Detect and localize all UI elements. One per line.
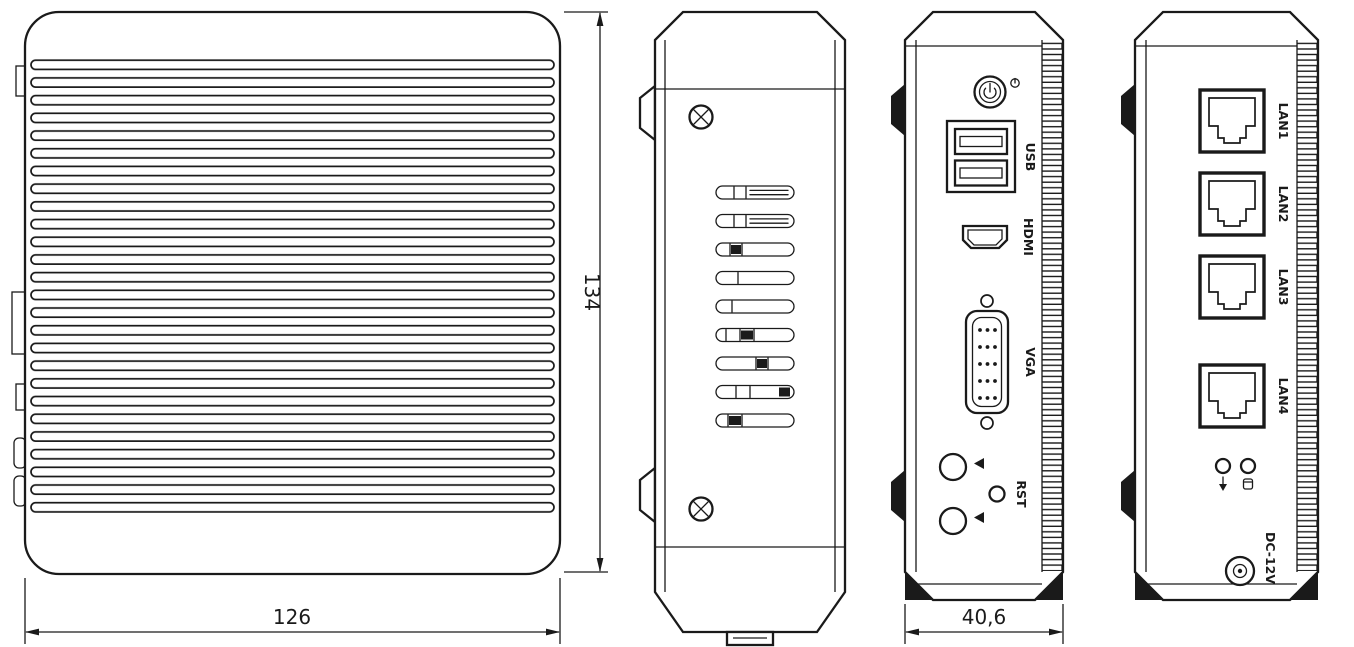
chassis-outline bbox=[653, 10, 847, 634]
mounting-ear bbox=[638, 83, 657, 143]
led-indicators bbox=[1214, 457, 1257, 491]
heatsink-fins bbox=[30, 57, 555, 517]
vent-slot-row bbox=[715, 356, 795, 371]
lan4-label: LAN4 bbox=[1276, 378, 1291, 415]
triangle-marker-icon bbox=[974, 512, 984, 523]
mounting-ear bbox=[891, 470, 905, 522]
vent-slot-row bbox=[715, 213, 795, 229]
rubber-foot bbox=[1135, 572, 1163, 600]
lan2-label: LAN2 bbox=[1276, 186, 1291, 223]
heatsink-fin-edge bbox=[1042, 41, 1063, 571]
depth-dimension-label: 40,6 bbox=[962, 605, 1007, 629]
vent-slot-row bbox=[715, 299, 795, 314]
power-button bbox=[973, 75, 1007, 109]
lan-port-3: LAN3 bbox=[1198, 254, 1291, 320]
side-view bbox=[638, 10, 847, 647]
usb-label: USB bbox=[1023, 143, 1038, 172]
usb-port bbox=[945, 119, 1017, 194]
vent-slot-row bbox=[715, 185, 795, 200]
mounting-ear bbox=[1121, 84, 1135, 136]
hdmi-port bbox=[961, 224, 1009, 250]
width-dimension-label: 126 bbox=[273, 605, 311, 629]
lan1-label: LAN1 bbox=[1276, 103, 1291, 140]
vent-slot-row bbox=[715, 242, 795, 257]
front-view: USB HDMI VGA RST bbox=[891, 10, 1065, 602]
power-icon bbox=[983, 87, 997, 99]
arrowhead-icon bbox=[905, 628, 919, 636]
vent-slot-row bbox=[715, 270, 795, 286]
vga-pins bbox=[978, 328, 997, 400]
arrow-icon bbox=[1219, 484, 1227, 491]
lan-port-2: LAN2 bbox=[1198, 171, 1291, 237]
rubber-foot bbox=[1035, 572, 1063, 600]
height-dimension-label: 134 bbox=[580, 273, 604, 311]
reset-button bbox=[988, 485, 1006, 503]
lan-port-1: LAN1 bbox=[1198, 88, 1291, 154]
screw-icon bbox=[980, 416, 994, 430]
screw-icon bbox=[980, 294, 994, 308]
rst-label: RST bbox=[1014, 480, 1029, 508]
arrowhead-icon bbox=[546, 628, 560, 636]
dc-jack bbox=[1224, 555, 1256, 587]
vga-label: VGA bbox=[1023, 347, 1038, 377]
vent-slot-row bbox=[715, 413, 795, 428]
mounting-ear bbox=[891, 84, 905, 136]
top-view bbox=[11, 10, 562, 576]
screw-icon bbox=[688, 496, 714, 522]
screw-icon bbox=[688, 104, 714, 130]
depth-dimension: 40,6 bbox=[904, 604, 1064, 644]
arrowhead-icon bbox=[596, 12, 604, 26]
rear-view: LAN1 LAN2 LAN3 LAN4 bbox=[1121, 10, 1320, 602]
led-ring bbox=[1239, 457, 1257, 475]
heatsink-fin-edge bbox=[1297, 41, 1318, 571]
mounting-ear bbox=[638, 465, 657, 525]
hdmi-label: HDMI bbox=[1021, 218, 1036, 256]
height-dimension: 134 bbox=[564, 11, 608, 573]
dc-label: DC-12V bbox=[1263, 532, 1278, 584]
vent-slot-row bbox=[715, 327, 795, 343]
arrowhead-icon bbox=[1049, 628, 1063, 636]
arrowhead-icon bbox=[596, 558, 604, 572]
vga-port bbox=[964, 294, 1010, 430]
mounting-ear bbox=[1121, 470, 1135, 522]
antenna-hole bbox=[938, 452, 968, 482]
led-ring bbox=[1214, 457, 1232, 475]
triangle-marker-icon bbox=[974, 458, 984, 469]
standby-icon bbox=[1010, 77, 1020, 88]
rubber-foot bbox=[1290, 572, 1318, 600]
lan3-label: LAN3 bbox=[1276, 269, 1291, 306]
antenna-hole bbox=[938, 506, 968, 536]
rubber-foot bbox=[905, 572, 933, 600]
arrowhead-icon bbox=[25, 628, 39, 636]
disk-icon bbox=[1242, 478, 1254, 490]
lan-port-4: LAN4 bbox=[1198, 363, 1291, 429]
vent-slot-row bbox=[715, 384, 795, 400]
width-dimension: 126 bbox=[24, 578, 561, 644]
